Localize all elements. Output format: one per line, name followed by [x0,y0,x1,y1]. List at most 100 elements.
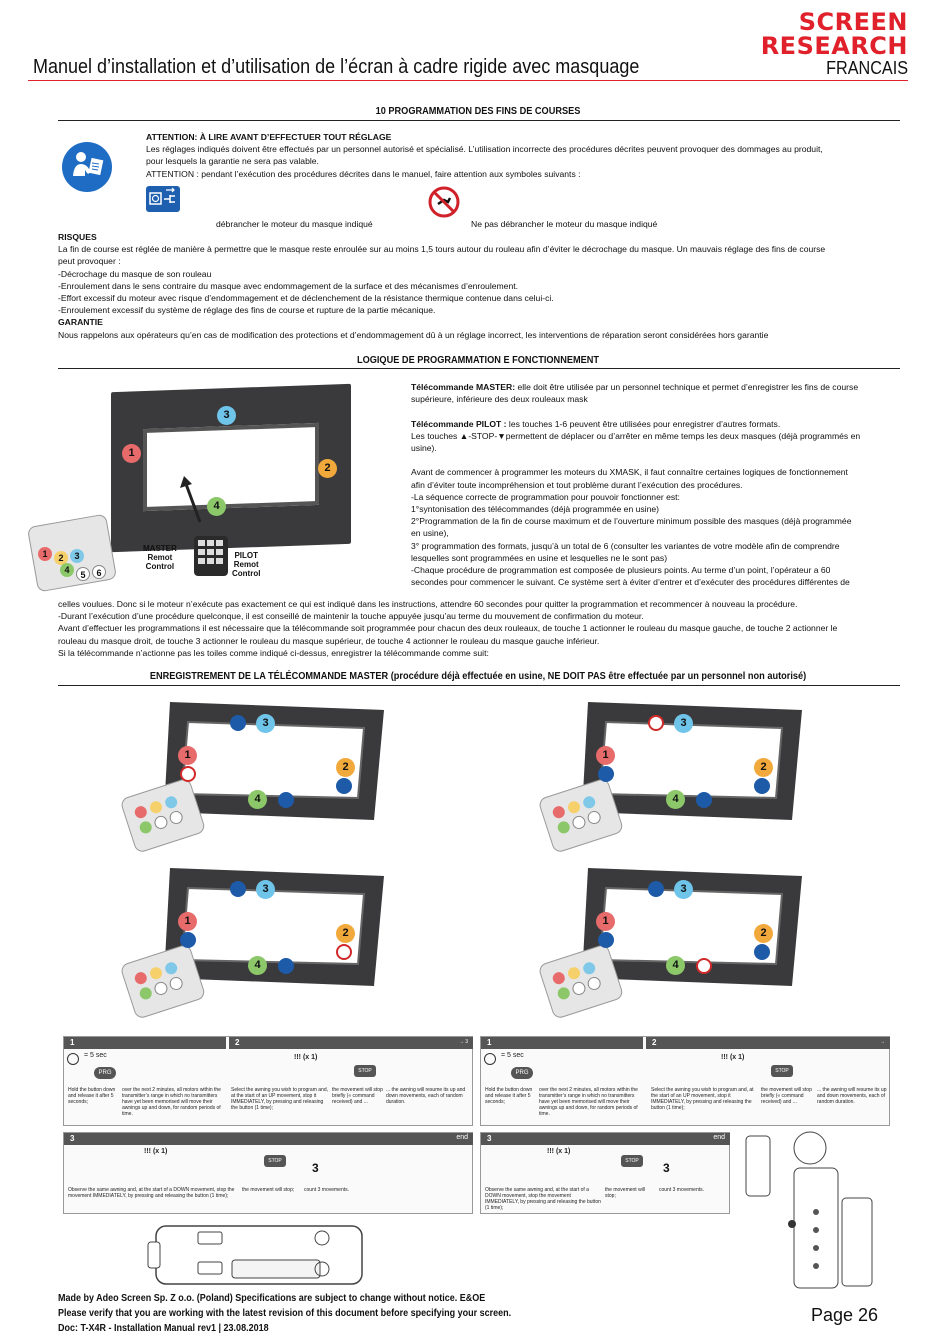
press-once-label: !!! (x 1) [547,1148,571,1155]
end-label: end [456,1134,468,1141]
roller-number-2: 2 [336,924,355,943]
risques-item: -Décrochage du masque de son rouleau [58,268,212,279]
instruction-text: ... the awning will resume its up and do… [386,1087,466,1105]
next-step-arrow: → [880,1039,885,1045]
risques-item: -Effort excessif du moteur avec risque d… [58,293,554,304]
section-title-logique: LOGIQUE DE PROGRAMMATION E FONCTIONNEMEN… [356,355,600,366]
risques-item: -Enroulement dans le sens contraire du m… [58,280,519,291]
symbol-no-unplug-label: Ne pas débrancher le moteur du masque in… [471,219,658,229]
unplug-motor-icon [146,186,180,212]
unplug-motor-icon [230,715,246,731]
time-duration: = 5 sec [501,1052,524,1059]
read-manual-icon [62,142,112,192]
movement-count: 3 [312,1161,319,1175]
next-step-arrow: → 3 [458,1039,468,1045]
press-once-label: !!! (x 1) [721,1054,745,1061]
remote-key-5: 5 [76,567,90,581]
footer-line: Please verify that you are working with … [58,1308,512,1319]
prg-button-icon: PRG [94,1067,116,1079]
master-remote-text: elle doit être utilisée par un personnel… [515,382,859,392]
remote-key-1: 1 [38,547,52,561]
header-divider [28,80,908,81]
step-number: 2 [646,1037,890,1049]
instruction-text: Hold the button down and release it afte… [485,1087,533,1105]
instruction-text: the movement will stop; [242,1187,295,1193]
instruction-text: Select the awning you wish to program an… [231,1087,328,1111]
registration-diagram [530,866,810,1026]
master-remote-label: MASTER Remot Control [143,544,177,571]
pilot-remote-illustration [194,536,228,576]
roller-number-1: 1 [596,746,615,765]
unplug-motor-icon [696,792,712,808]
logic-text-line: 1°syntonisation des télécommandes (déjà … [411,504,660,515]
roller-number-1: 1 [596,912,615,931]
logic-text-line: 3° programmation des formats, jusqu’à un… [411,540,840,551]
unplug-motor-icon [278,958,294,974]
logic-text-line: celles voulues. Donc si le moteur n’exéc… [58,599,798,609]
brand-logo-line1: SCREEN [798,8,908,36]
unplug-motor-icon [754,778,770,794]
roller-number-2: 2 [318,459,337,478]
risques-title: RISQUES [58,232,97,242]
unplug-motor-icon [598,766,614,782]
pilot-remote-heading: Télécommande PILOT : [411,418,507,429]
end-label: end [713,1134,725,1141]
roller-number-2: 2 [336,758,355,777]
pilot-remote-text: Les touches ▲-STOP-▼permettent de déplac… [411,430,861,441]
roller-number-4: 4 [248,956,267,975]
instruction-strip-right-bottom: 3 end !!! (x 1) Observe the same awning … [480,1132,730,1214]
do-not-unplug-icon [696,958,712,974]
logic-text-line: rouleau du masque droit, de touche 3 act… [58,635,600,646]
roller-number-3: 3 [256,714,275,733]
instruction-text: Observe the same awning and, at the star… [485,1187,601,1211]
section-divider [58,368,900,369]
time-duration: = 5 sec [84,1052,107,1059]
remote-internals-drawing [146,1222,368,1288]
stop-button-icon: STOP [771,1065,793,1077]
risques-text-line: peut provoquer : [58,256,121,267]
section-divider [58,120,900,121]
roller-number-3: 3 [674,714,693,733]
press-once-label: !!! (x 1) [144,1148,168,1155]
instruction-strip-left-bottom: 3 end !!! (x 1) Observe the same awning … [63,1132,473,1214]
step-number: 1 [481,1037,643,1049]
step-number: 3 [481,1133,730,1145]
remote-battery-drawing [742,1128,892,1293]
instruction-text: the movement will stop briefly (« comman… [761,1087,812,1105]
instruction-text: over the next 2 minutes, all motors with… [122,1087,221,1117]
stop-button-icon: STOP [354,1065,376,1077]
attention-text-line: Les réglages indiqués doivent être effec… [146,144,823,155]
section-divider [58,685,900,686]
footer-line: Made by Adeo Screen Sp. Z o.o. (Poland) … [58,1293,486,1304]
master-remote-text: supérieure, inférieure des deux rouleaux… [411,394,588,405]
garantie-text: Nous rappelons aux opérateurs qu’en cas … [58,329,769,340]
section-title-programmation: 10 PROGRAMMATION DES FINS DE COURSES [375,106,581,117]
registration-diagram [112,700,392,860]
do-not-unplug-icon [428,186,460,218]
step-number: 2 [229,1037,473,1049]
logic-text-line: 2°Programmation de la fin de course maxi… [411,516,852,527]
document-title: Manuel d’installation et d’utilisation d… [33,56,640,78]
instruction-text: ... the awning will resume its up and do… [817,1087,887,1105]
risques-text-line: La fin de course est réglée de manière à… [58,244,826,255]
logic-text-line: Avant de commencer à programmer les mote… [411,467,848,478]
page-number: Page 26 [810,1305,878,1325]
logic-text-line: -Chaque procédure de programmation est c… [411,565,831,576]
master-remote-heading: Télécommande MASTER: [411,382,516,392]
remote-key-3: 3 [70,549,84,563]
instruction-strip-left-top: 1 2 → 3 = 5 sec PRG Hold the button down… [63,1036,473,1126]
remote-key-2: 2 [54,551,68,565]
attention-text-line: pour lesquels la garantie ne sera pas va… [146,156,319,167]
instruction-strip-right-top: 1 2 → = 5 sec PRG Hold the button down a… [480,1036,890,1126]
unplug-motor-icon [230,881,246,897]
movement-count: 3 [663,1161,670,1175]
unplug-motor-icon [336,778,352,794]
section-title-enregistrement: ENREGISTREMENT DE LA TÉLÉCOMMANDE MASTER… [149,671,807,682]
roller-number-2: 2 [754,758,773,777]
instruction-text: Hold the button down and release it afte… [68,1087,116,1105]
unplug-motor-icon [598,932,614,948]
logic-text-line: Si la télécommande n’actionne pas les to… [58,647,489,658]
registration-diagram [530,700,810,860]
roller-number-2: 2 [754,924,773,943]
brand-logo-line2: RESEARCH [760,32,908,60]
